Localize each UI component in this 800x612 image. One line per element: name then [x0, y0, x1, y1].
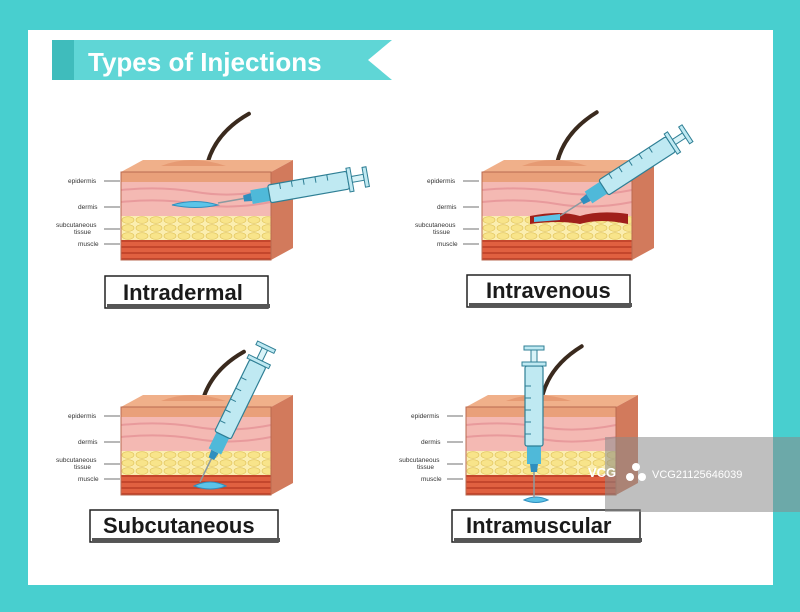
label-intradermal: Intradermal: [123, 280, 243, 305]
layer-label-epidermis: epidermis: [427, 178, 456, 185]
layer-label-muscle: muscle: [421, 476, 442, 483]
layer-label-muscle: muscle: [437, 241, 458, 248]
layer-label-tissue: tissue: [433, 229, 450, 236]
layer-label-dermis: dermis: [78, 204, 98, 211]
layer-label-epidermis: epidermis: [68, 178, 97, 185]
panel-intravenous: Intravenous: [466, 104, 695, 308]
watermark-logo-icon: [626, 463, 646, 481]
layer-label-tissue: tissue: [74, 229, 91, 236]
layer-label-epidermis: epidermis: [411, 413, 440, 420]
layer-label-subcutaneous: subcutaneous: [56, 457, 97, 464]
page-title: Types of Injections: [88, 47, 322, 77]
layer-label-tissue: tissue: [417, 464, 434, 471]
layer-label-subcutaneous: subcutaneous: [399, 457, 440, 464]
layer-label-tissue: tissue: [74, 464, 91, 471]
fluid-bleb-intradermal: [171, 201, 220, 208]
layer-label-subcutaneous: subcutaneous: [415, 222, 456, 229]
layer-label-dermis: dermis: [78, 439, 98, 446]
skin-block-intradermal: [120, 159, 294, 261]
label-subcutaneous-title: Subcutaneous: [103, 513, 255, 538]
skin-block-subcutaneous: [120, 394, 294, 496]
watermark-brand: VCG: [588, 465, 616, 480]
layer-label-epidermis: epidermis: [68, 413, 97, 420]
label-intravenous: Intravenous: [486, 278, 611, 303]
label-box-intramuscular: Intramuscular: [451, 509, 642, 543]
panel-subcutaneous: Subcutaneous: [89, 339, 294, 543]
layer-label-subcutaneous: subcutaneous: [56, 222, 97, 229]
layer-label-dermis: dermis: [421, 439, 441, 446]
fluid-pool-intramuscular: [522, 496, 550, 503]
panel-intradermal: Intradermal: [104, 105, 371, 309]
layer-label-muscle: muscle: [78, 476, 99, 483]
layer-label-dermis: dermis: [437, 204, 457, 211]
label-box-subcutaneous: Subcutaneous: [89, 509, 280, 543]
fluid-pool-subcutaneous: [192, 481, 228, 490]
fluid-intravenous: [534, 214, 560, 222]
watermark-code: VCG21125646039: [652, 469, 742, 481]
label-box-intravenous: Intravenous: [466, 274, 632, 308]
panel-intramuscular: Intramuscular: [451, 338, 642, 543]
label-intramuscular: Intramuscular: [466, 513, 612, 538]
label-box-intradermal: Intradermal: [104, 275, 270, 309]
layer-label-muscle: muscle: [78, 241, 99, 248]
watermark: VCG VCG21125646039: [588, 437, 800, 512]
title-banner: Types of Injections: [52, 40, 392, 80]
